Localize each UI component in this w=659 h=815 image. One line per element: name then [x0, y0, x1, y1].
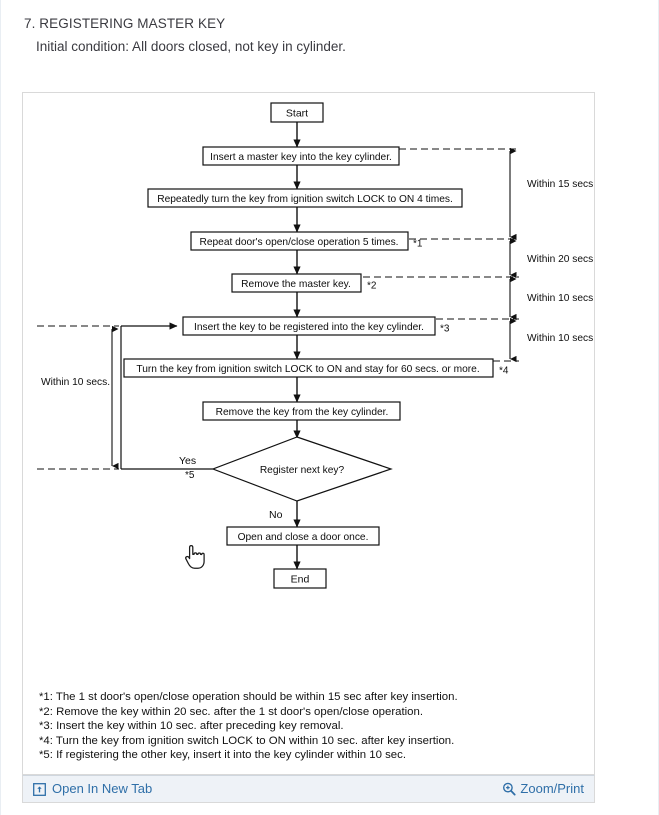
- figure-frame[interactable]: Start Insert a master key into the key c…: [22, 92, 595, 775]
- svg-text:*1: *1: [413, 239, 423, 250]
- footnote-3: *3: Insert the key within 10 sec. after …: [39, 720, 344, 733]
- open-in-new-tab-icon: [33, 782, 46, 796]
- footnote-5: *5: If registering the other key, insert…: [39, 749, 406, 762]
- svg-text:Register next key?: Register next key?: [260, 465, 345, 476]
- footnote-2: *2: Remove the key within 20 sec. after …: [39, 705, 423, 718]
- footnote-list: *1: The 1 st door's open/close operation…: [39, 690, 584, 763]
- page-title: 7. REGISTERING MASTER KEY: [24, 16, 226, 31]
- figure-action-bar: Open In New Tab Zoom/Print: [22, 775, 595, 803]
- zoom-print-button[interactable]: Zoom/Print: [502, 780, 584, 798]
- zoom-print-label: Zoom/Print: [520, 781, 584, 796]
- svg-text:Within 10 secs.: Within 10 secs.: [41, 377, 110, 388]
- page-gutter-left: [0, 0, 1, 815]
- svg-text:*2: *2: [367, 281, 377, 292]
- svg-text:Repeat door's open/close opera: Repeat door's open/close operation 5 tim…: [199, 237, 398, 248]
- svg-text:Open and close a door once.: Open and close a door once.: [238, 532, 369, 543]
- svg-text:Within 20 secs.: Within 20 secs.: [527, 254, 594, 265]
- svg-text:No: No: [269, 509, 283, 521]
- magnifier-plus-icon: [502, 782, 517, 796]
- footnote-1: *1: The 1 st door's open/close operation…: [39, 691, 458, 703]
- svg-text:Turn the key from ignition swi: Turn the key from ignition switch LOCK t…: [136, 364, 479, 375]
- svg-text:Within 15 secs.: Within 15 secs.: [527, 179, 594, 190]
- open-in-new-tab-button[interactable]: Open In New Tab: [33, 780, 152, 798]
- svg-text:Within 10 secs.: Within 10 secs.: [527, 333, 594, 344]
- footnote-4: *4: Turn the key from ignition switch LO…: [39, 734, 455, 747]
- svg-text:Insert a master key into the k: Insert a master key into the key cylinde…: [210, 152, 392, 163]
- svg-text:Repeatedly turn the key from i: Repeatedly turn the key from ignition sw…: [157, 194, 453, 205]
- svg-text:Remove the key from the key cy: Remove the key from the key cylinder.: [216, 407, 389, 418]
- open-in-new-tab-label: Open In New Tab: [52, 781, 153, 796]
- svg-text:Start: Start: [286, 108, 308, 120]
- svg-text:End: End: [291, 574, 310, 586]
- svg-text:*5: *5: [185, 470, 195, 481]
- svg-text:Remove the master key.: Remove the master key.: [241, 279, 351, 290]
- svg-text:*3: *3: [440, 324, 450, 335]
- svg-text:Insert the key to be registere: Insert the key to be registered into the…: [194, 322, 424, 333]
- flowchart-diagram: Start Insert a master key into the key c…: [23, 93, 594, 774]
- svg-text:*4: *4: [499, 366, 509, 377]
- page-subtitle: Initial condition: All doors closed, not…: [36, 39, 346, 54]
- svg-text:Within 10 secs.: Within 10 secs.: [527, 293, 594, 304]
- svg-text:Yes: Yes: [179, 455, 196, 467]
- heading-block: 7. REGISTERING MASTER KEY Initial condit…: [24, 14, 624, 56]
